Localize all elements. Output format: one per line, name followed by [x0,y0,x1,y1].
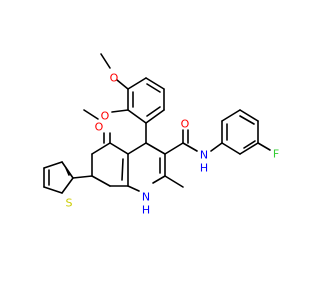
bond [152,175,166,184]
bond [239,142,259,155]
bond [91,142,111,155]
atom-label-n-ring: N [142,191,150,204]
atom-label-o-methoxy-top: O [110,72,119,85]
bond [121,158,124,181]
bond [239,115,255,125]
bond [164,142,184,155]
bond [100,53,111,69]
bond [182,142,198,152]
bond [43,161,63,169]
bond [111,109,129,113]
bond [91,175,111,187]
bond [127,109,147,124]
bond [164,175,184,188]
bond [221,109,241,122]
bond [257,142,271,151]
atom-label-s: S [66,197,73,210]
bonds-group [43,53,271,194]
atom-label-o-amide: O [181,118,190,131]
atom-label-h-ring: H [142,204,150,217]
atom-label-h-amide: H [200,162,208,175]
bond [146,106,161,117]
bond [221,142,241,155]
bond [127,185,140,192]
bond [210,142,223,152]
bond [65,167,70,176]
bond [127,142,147,155]
bond [116,79,129,90]
bond [243,140,256,149]
atom-label-f: F [273,148,279,161]
molecule-svg: O O O O N H N H S F [43,53,280,217]
atom-label-o-ketone: O [95,121,104,134]
bond [145,109,165,124]
bond [83,109,99,120]
bond [239,109,259,122]
atom-label-n-amide: N [200,149,208,162]
bond [72,175,93,179]
bond [61,177,74,194]
bond [146,83,161,93]
molecule-structure-canvas: O O O O N H N H S F [43,53,280,217]
bond [145,142,166,155]
atom-labels-group: O O O O N H N H S F [66,72,280,217]
bond [127,77,147,90]
bond [109,142,129,155]
atom-label-o-methoxy-mid: O [101,110,110,123]
bond [43,186,63,194]
bond [145,77,165,90]
